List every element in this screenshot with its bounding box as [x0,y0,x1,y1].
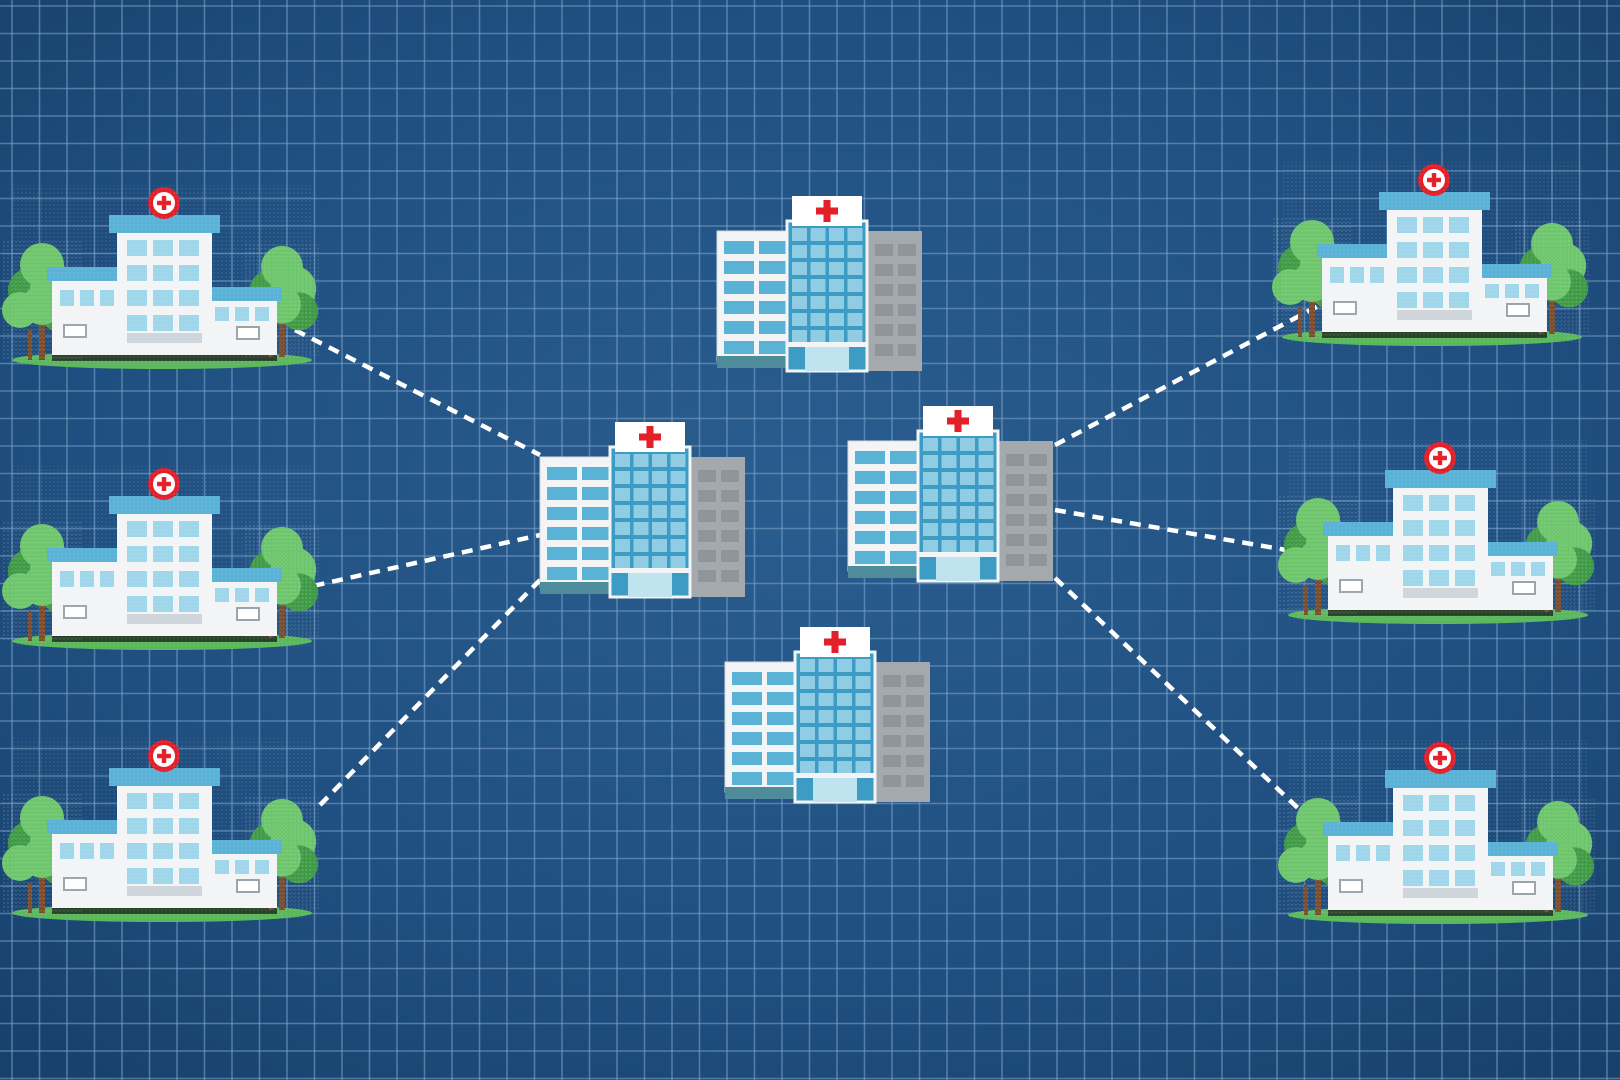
buildings-layer [2,162,1596,924]
connector-line [294,532,541,593]
large-hospital-icon [847,406,1053,583]
small-hospital-icon [2,466,320,650]
large-hospital-icon [716,196,922,373]
small-hospital-icon [2,738,320,922]
red-cross-icon [639,426,661,448]
small-hospital-icon [1278,440,1596,624]
large-hospital-icon [724,627,930,804]
large-hospital-icon [539,422,745,599]
small-hospital-icon [1278,740,1596,924]
small-hospital-icon [1272,162,1590,346]
red-cross-icon [816,200,838,222]
small-hospital-icon [2,185,320,369]
red-cross-icon [947,410,969,432]
connector-line [293,327,542,458]
red-cross-icon [824,631,846,653]
connector-line [1054,507,1316,558]
connector-line [318,578,542,807]
